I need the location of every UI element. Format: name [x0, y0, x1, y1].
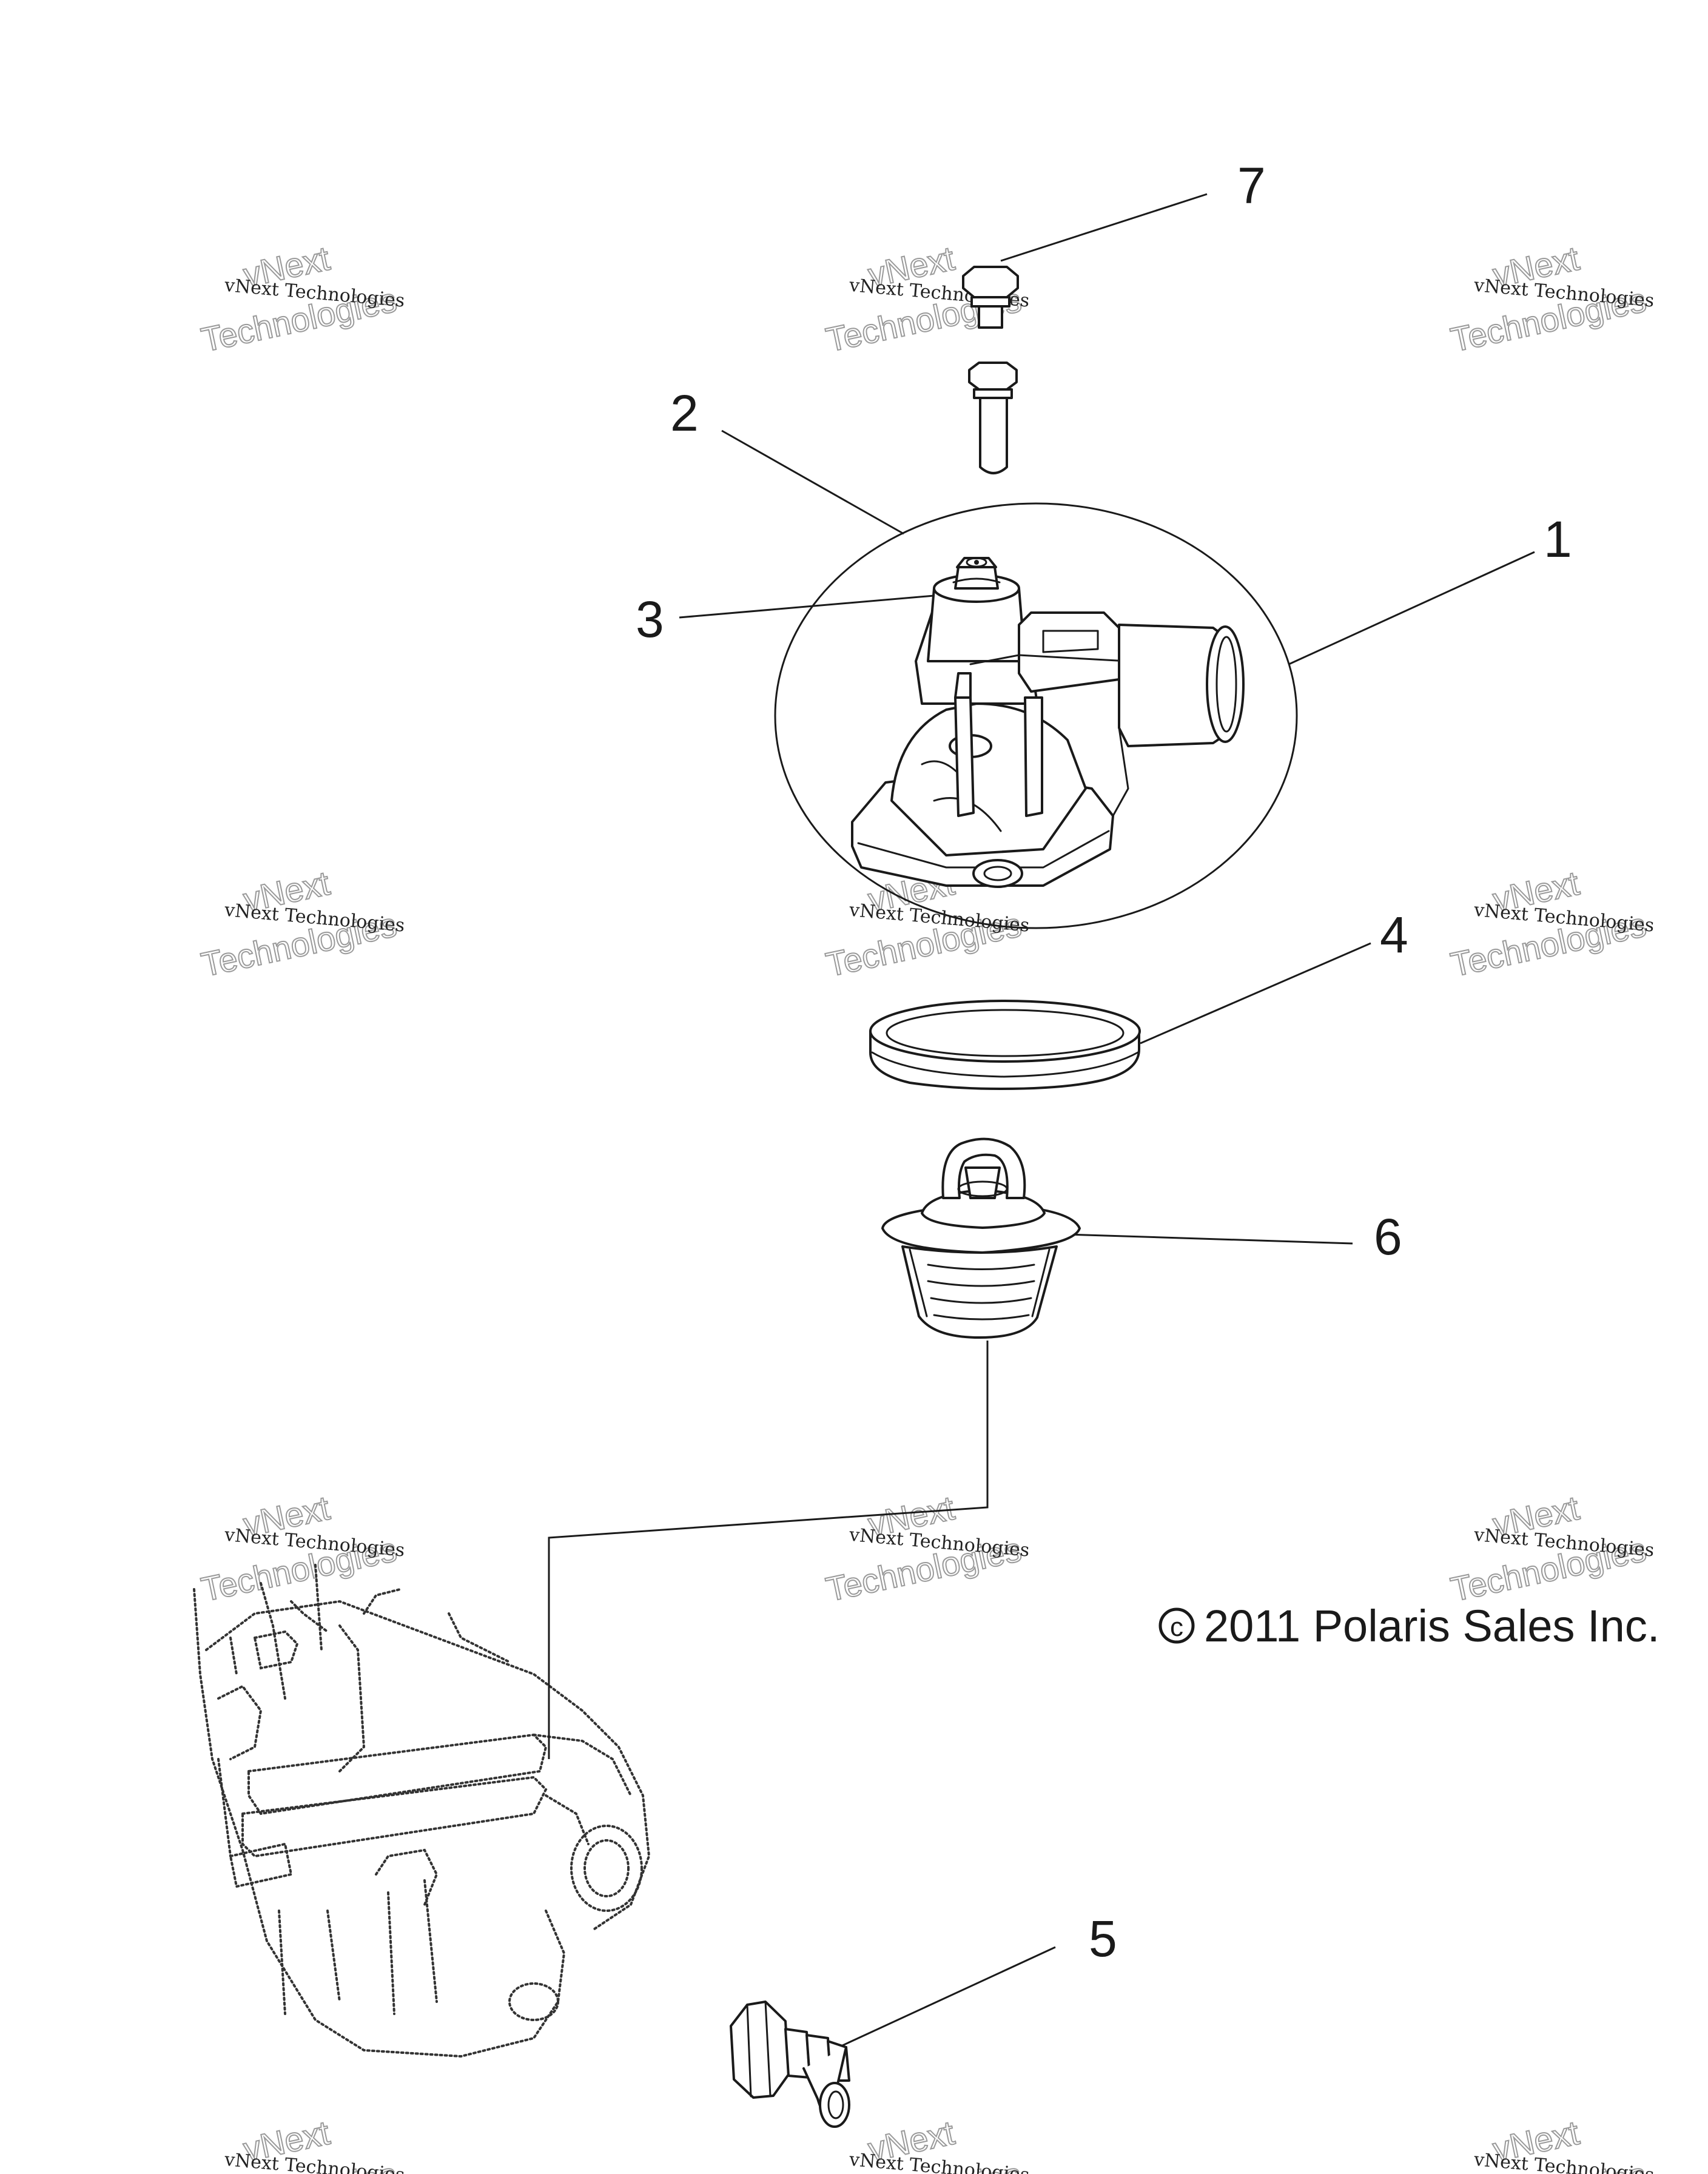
bleed-screw-part-2 [974, 560, 979, 565]
thermostat-part-6 [881, 1137, 1081, 1339]
leader-line-5 [818, 1946, 1056, 2058]
leader-line-2 [721, 429, 904, 535]
callout-labels: 7 2 3 1 4 6 5 [636, 157, 1572, 1967]
callout-4: 4 [1380, 906, 1408, 963]
thermostat-housing-part-1 [774, 502, 1298, 929]
leader-line-3 [679, 594, 935, 619]
o-ring-part-3 [952, 577, 1001, 584]
callout-5: 5 [1089, 1910, 1117, 1967]
callout-3: 3 [636, 591, 664, 648]
callout-1: 1 [1544, 511, 1572, 568]
leader-line-6 [1067, 1233, 1353, 1245]
copyright-notice: c 2011 Polaris Sales Inc. [1158, 1601, 1659, 1651]
hose-fitting-part-5 [730, 2001, 850, 2128]
leader-line-4 [1140, 942, 1371, 1045]
callout-7: 7 [1237, 157, 1266, 214]
leader-line-7 [1000, 193, 1208, 262]
copyright-symbol-icon [1158, 1607, 1195, 1644]
engine-housing-outline [193, 1564, 651, 2058]
copyright-text: 2011 Polaris Sales Inc. [1204, 1601, 1659, 1651]
callout-6: 6 [1374, 1208, 1402, 1265]
bolts-part-7 [962, 266, 1019, 474]
leader-line-1 [1288, 551, 1535, 665]
leader-lines [548, 193, 1535, 2058]
seal-ring-part-4 [869, 1000, 1141, 1090]
callout-2: 2 [670, 385, 699, 442]
assembly-circle [774, 502, 1298, 929]
copyright-symbol-letter: c [1170, 1612, 1183, 1642]
thermostat-install-line [548, 1341, 989, 1759]
